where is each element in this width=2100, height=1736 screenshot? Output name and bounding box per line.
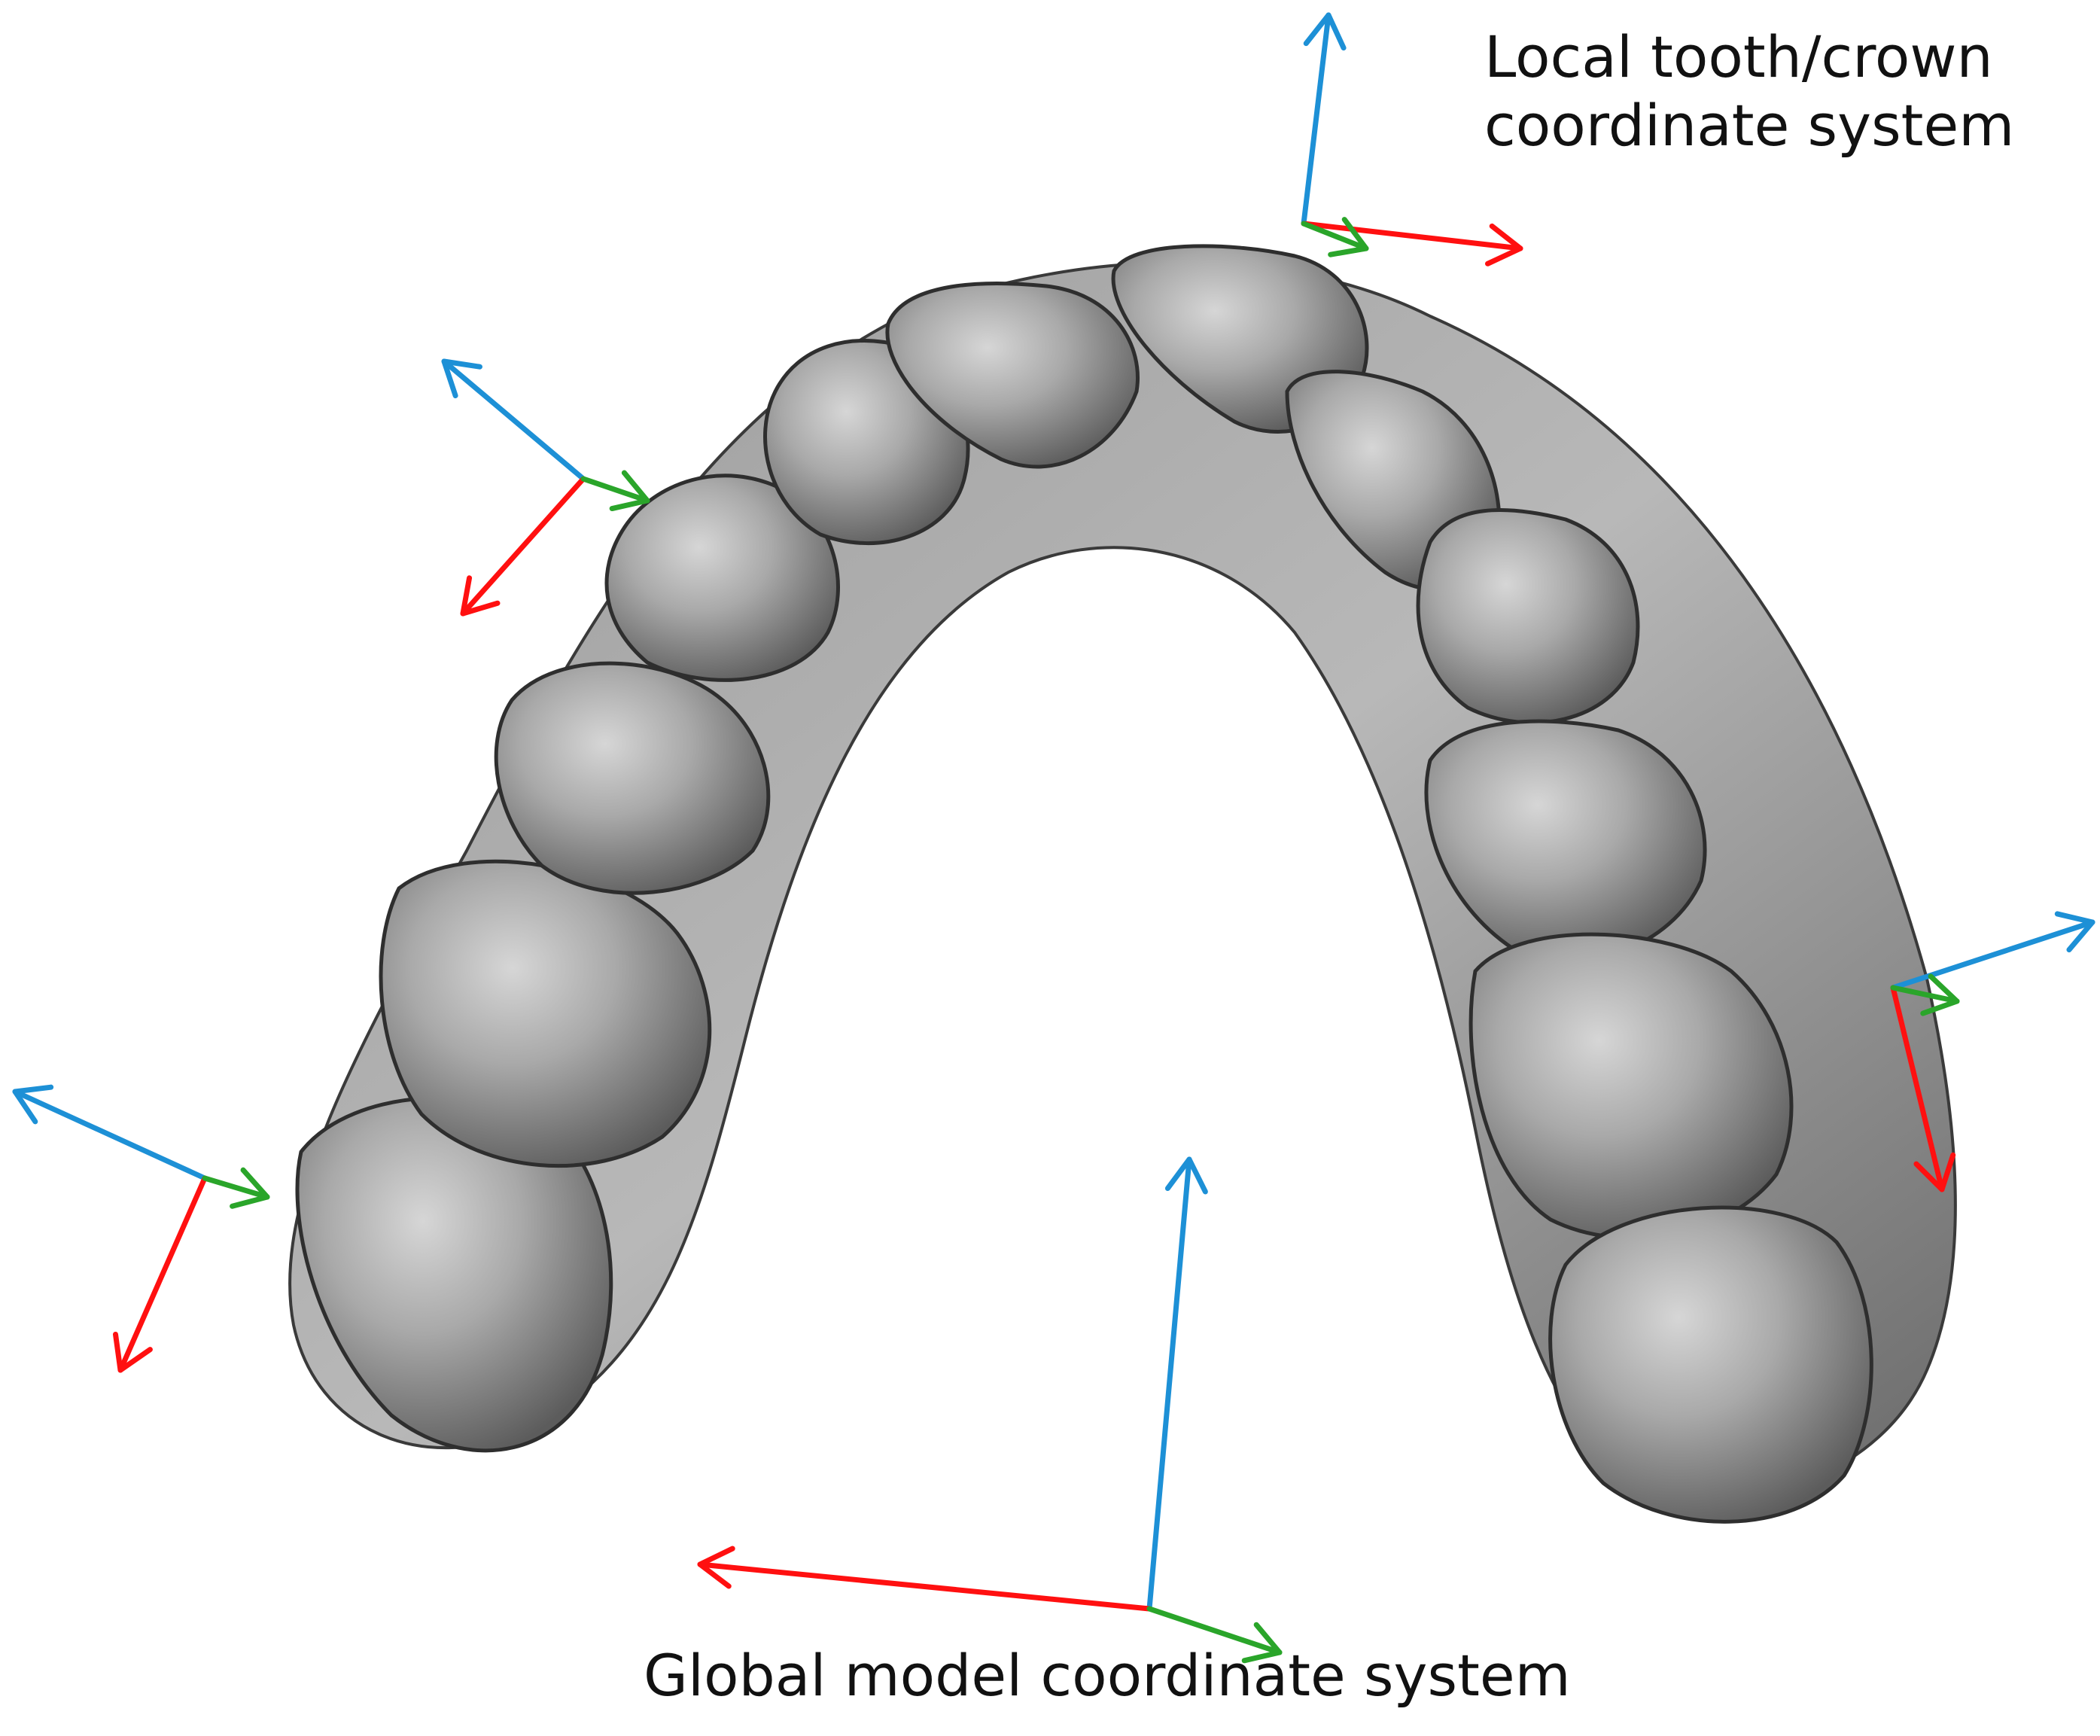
local-axes-molar-left	[12, 1084, 270, 1373]
tooth-premolar-right-1	[1424, 719, 1707, 962]
local-axes-incisor-x-axis-line	[1301, 221, 1523, 251]
local-axes-canine-z-axis-line	[441, 358, 586, 482]
local-coordinate-label: Local tooth/crown coordinate system	[1484, 23, 2014, 160]
local-axes-canine-y-axis-head	[609, 470, 650, 512]
global-axes-x-axis-line	[697, 1561, 1152, 1612]
local-label-line2: coordinate system	[1484, 92, 2015, 160]
local-axes-incisor-z-axis-line	[1301, 12, 1332, 227]
coordinate-axes	[12, 12, 2095, 1664]
tooth-molar-right-1	[1548, 1205, 1873, 1524]
local-axes-molar-right-y-axis-head	[1920, 973, 1960, 1016]
local-axes-molar-left-z-axis-head	[12, 1084, 54, 1125]
local-axes-canine-z-axis-head	[441, 358, 482, 399]
local-axes-incisor-z-axis-head	[1303, 12, 1347, 51]
local-axes-incisor-y-axis-head	[1328, 217, 1369, 257]
local-axes-molar-left-x-axis-line	[117, 1175, 208, 1373]
local-axes-canine-x-axis-line	[460, 476, 586, 617]
local-axes-molar-left-x-axis-head	[112, 1331, 153, 1373]
local-axes-molar-right-z-axis-line	[1890, 919, 2095, 991]
tooth-premolar-left-1	[604, 474, 840, 682]
global-axes-y-axis-line	[1146, 1606, 1283, 1655]
local-axes-molar-left-y-axis-head	[230, 1167, 270, 1209]
tooth-canine-right	[1416, 508, 1640, 725]
global-axes-z-axis-line	[1146, 1156, 1192, 1612]
local-axes-molar-right-y-axis-line	[1890, 985, 1960, 1004]
local-axes-molar-left-z-axis-line	[12, 1089, 208, 1181]
tooth-premolar-left-2	[494, 661, 771, 895]
global-axes-x-axis-head	[697, 1546, 735, 1589]
local-axes-incisor-y-axis-line	[1301, 221, 1369, 251]
global-coordinate-label: Global model coordinate system	[644, 1642, 1571, 1709]
local-axes-incisor	[1301, 12, 1523, 266]
global-axes-z-axis-head	[1164, 1156, 1208, 1195]
local-axes-molar-right-x-axis-head	[1913, 1152, 1956, 1192]
local-axes-molar-right-z-axis-head	[2054, 911, 2095, 953]
local-axes-canine-x-axis-head	[460, 575, 501, 617]
global-axes	[697, 1156, 1283, 1664]
local-axes-canine	[441, 358, 650, 617]
local-axes-molar-right	[1890, 911, 2095, 1192]
tooth-incisor-left-lateral	[885, 282, 1140, 469]
tooth-premolar-right-2	[1468, 932, 1794, 1240]
local-axes-molar-left-y-axis-line	[202, 1175, 270, 1200]
local-axes-incisor-x-axis-head	[1484, 223, 1523, 266]
local-axes-canine-y-axis-line	[580, 476, 650, 504]
global-axes-y-axis-head	[1241, 1622, 1283, 1664]
local-axes-molar-right-x-axis-line	[1890, 985, 1945, 1192]
local-label-line1: Local tooth/crown	[1484, 23, 1993, 90]
